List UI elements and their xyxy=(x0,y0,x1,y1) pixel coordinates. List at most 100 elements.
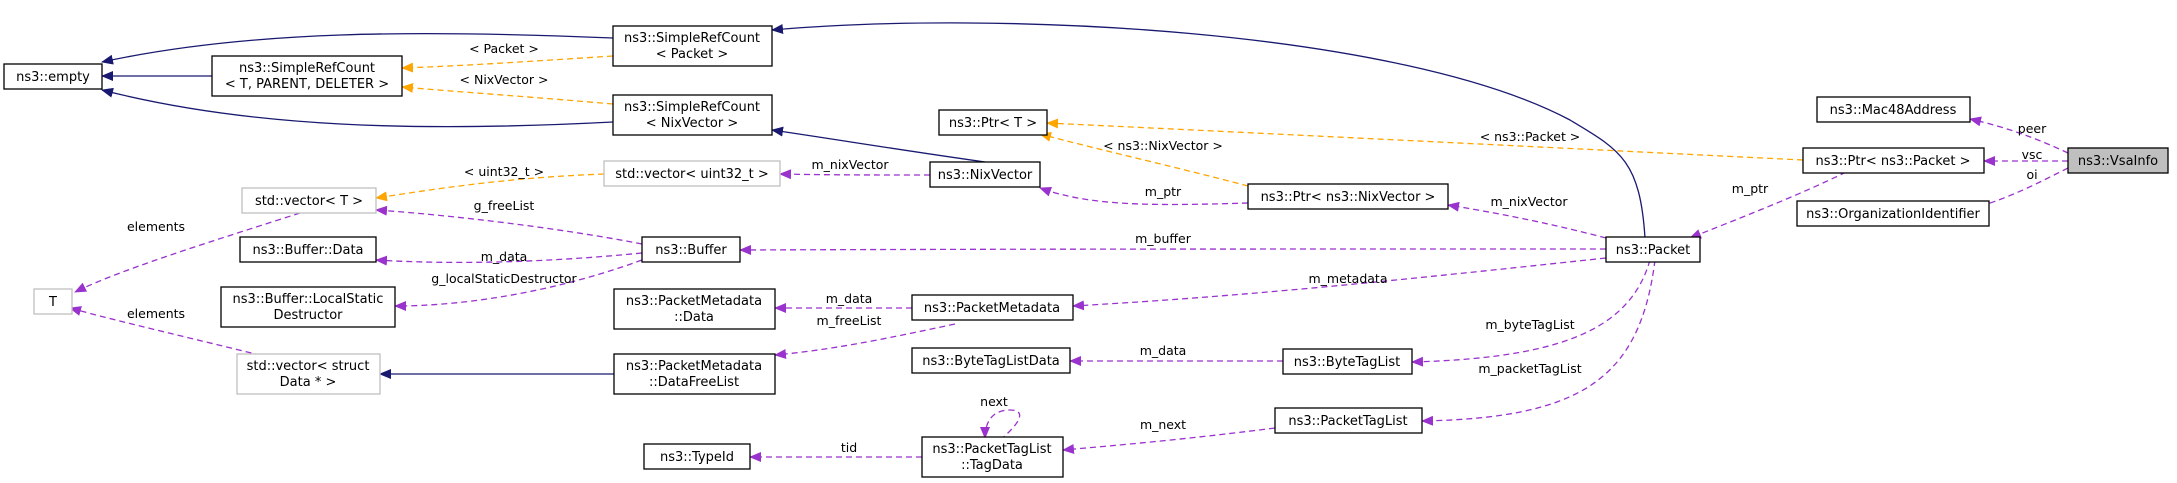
edge-label-m-buffer: m_buffer xyxy=(1135,231,1192,246)
node-ns3-packettaglist[interactable]: ns3::PacketTagList xyxy=(1274,407,1423,434)
node-ns3-buffer-data[interactable]: ns3::Buffer::Data xyxy=(239,236,377,263)
svg-text:ns3::PacketMetadata: ns3::PacketMetadata xyxy=(626,294,762,309)
edge-label-m-ptr-1: m_ptr xyxy=(1145,184,1182,199)
edge-usage-m-next xyxy=(1062,427,1276,455)
svg-text:std::vector< struct: std::vector< struct xyxy=(247,359,370,374)
svg-text:ns3::ByteTagListData: ns3::ByteTagListData xyxy=(922,354,1060,369)
node-ns3-typeid[interactable]: ns3::TypeId xyxy=(643,443,751,470)
edge-usage-m-metadata xyxy=(1072,257,1607,311)
edge-label-g-freelist: g_freeList xyxy=(474,198,535,213)
svg-text:ns3::PacketTagList: ns3::PacketTagList xyxy=(932,442,1051,457)
edge-label-m-data-1: m_data xyxy=(481,249,528,264)
edge-inherit-nixvector-to-simplerefcount-nixvector xyxy=(771,126,986,163)
node-simplerefcount-packet[interactable]: ns3::SimpleRefCount < Packet > xyxy=(612,25,773,67)
svg-text:ns3::Ptr< ns3::Packet >: ns3::Ptr< ns3::Packet > xyxy=(1816,154,1971,169)
edge-label-next: next xyxy=(980,394,1008,409)
edge-inherit-simplerefcount-nixvector-to-empty xyxy=(101,87,614,128)
edge-usage-m-packettaglist xyxy=(1421,259,1656,426)
node-ns3-packet[interactable]: ns3::Packet xyxy=(1605,236,1701,263)
svg-text:T: T xyxy=(48,295,57,310)
edge-usage-next-self xyxy=(980,409,1021,441)
edge-usage-m-data-1 xyxy=(375,252,643,266)
svg-text:< NixVector >: < NixVector > xyxy=(646,116,739,131)
svg-text:< T, PARENT, DELETER >: < T, PARENT, DELETER > xyxy=(225,77,389,92)
edge-label-oi: oi xyxy=(2026,167,2037,182)
svg-text:Data * >: Data * > xyxy=(280,375,337,390)
svg-text:ns3::PacketMetadata: ns3::PacketMetadata xyxy=(924,301,1060,316)
svg-text:Destructor: Destructor xyxy=(273,308,343,323)
node-ns3-ptr-nixvector[interactable]: ns3::Ptr< ns3::NixVector > xyxy=(1247,183,1449,210)
node-ns3-packetmetadata-datafreelist[interactable]: ns3::PacketMetadata ::DataFreeList xyxy=(613,353,776,395)
node-simplerefcount-tpd[interactable]: ns3::SimpleRefCount < T, PARENT, DELETER… xyxy=(211,55,403,97)
svg-text:ns3::SimpleRefCount: ns3::SimpleRefCount xyxy=(624,31,760,46)
svg-text:< Packet >: < Packet > xyxy=(656,47,729,62)
svg-text:ns3::Buffer::Data: ns3::Buffer::Data xyxy=(252,243,363,258)
edge-label-uint32-template: < uint32_t > xyxy=(464,164,544,179)
svg-text:::TagData: ::TagData xyxy=(961,458,1023,473)
edge-label-elements-1: elements xyxy=(127,219,185,234)
node-std-vector-t[interactable]: std::vector< T > xyxy=(241,187,377,214)
node-ns3-packetmetadata-data[interactable]: ns3::PacketMetadata ::Data xyxy=(613,288,776,330)
edge-label-m-ptr-2: m_ptr xyxy=(1732,181,1769,196)
node-ns3-empty[interactable]: ns3::empty xyxy=(3,63,103,90)
svg-text:ns3::NixVector: ns3::NixVector xyxy=(938,168,1033,183)
edge-template-std-vector-uint32 xyxy=(375,173,605,202)
edge-usage-m-ptr-2 xyxy=(1689,171,1847,239)
edge-template-ptr-packet xyxy=(1046,118,1804,161)
edge-usage-g-freelist xyxy=(375,205,643,245)
edge-label-vsc: vsc xyxy=(2022,147,2043,162)
node-t-param[interactable]: T xyxy=(33,288,73,315)
node-std-vector-uint32[interactable]: std::vector< uint32_t > xyxy=(603,160,781,187)
node-ns3-packettaglist-tagdata[interactable]: ns3::PacketTagList ::TagData xyxy=(921,436,1064,478)
edge-usage-m-buffer xyxy=(739,244,1607,255)
svg-text:ns3::OrganizationIdentifier: ns3::OrganizationIdentifier xyxy=(1806,207,1980,222)
svg-text:::Data: ::Data xyxy=(674,310,714,325)
edge-label-m-next: m_next xyxy=(1140,417,1186,432)
edge-label-m-packettaglist: m_packetTagList xyxy=(1478,361,1581,376)
node-ns3-mac48address[interactable]: ns3::Mac48Address xyxy=(1816,96,1971,123)
edge-label-m-bytetaglist: m_byteTagList xyxy=(1485,317,1574,332)
edge-usage-m-ptr-1 xyxy=(1039,187,1249,206)
node-ns3-ptr-packet[interactable]: ns3::Ptr< ns3::Packet > xyxy=(1802,147,1985,174)
svg-text:ns3::PacketMetadata: ns3::PacketMetadata xyxy=(626,359,762,374)
node-ns3-organizationidentifier[interactable]: ns3::OrganizationIdentifier xyxy=(1796,200,1990,227)
node-ns3-ptr-t[interactable]: ns3::Ptr< T > xyxy=(938,109,1048,136)
svg-text:std::vector< T >: std::vector< T > xyxy=(255,194,363,209)
edge-label-packet-template: < Packet > xyxy=(469,41,539,56)
node-ns3-nixvector[interactable]: ns3::NixVector xyxy=(929,161,1041,188)
svg-text:::DataFreeList: ::DataFreeList xyxy=(649,375,739,390)
edge-inherit-packet-to-simplerefcount-packet xyxy=(771,22,1646,239)
node-ns3-buffer-localstatic[interactable]: ns3::Buffer::LocalStatic Destructor xyxy=(220,286,396,328)
edge-label-m-data-2: m_data xyxy=(826,291,873,306)
node-ns3-vsainfo[interactable]: ns3::VsaInfo xyxy=(2067,147,2169,174)
edge-inherit-simplerefcount-packet-to-empty xyxy=(101,32,614,65)
edge-template-simplerefcount-packet xyxy=(401,55,614,73)
edge-label-nixvector-template: < NixVector > xyxy=(460,72,549,87)
svg-text:ns3::SimpleRefCount: ns3::SimpleRefCount xyxy=(624,100,760,115)
edge-label-elements-2: elements xyxy=(127,306,185,321)
svg-text:ns3::Ptr< ns3::NixVector >: ns3::Ptr< ns3::NixVector > xyxy=(1261,190,1436,205)
node-ns3-buffer[interactable]: ns3::Buffer xyxy=(641,236,741,263)
edge-usage-m-nixvector-2 xyxy=(1447,201,1607,239)
edge-label-m-data-3: m_data xyxy=(1140,343,1187,358)
edge-label-ns3-nixvector-template: < ns3::NixVector > xyxy=(1103,138,1223,153)
edge-label-m-metadata: m_metadata xyxy=(1308,271,1387,286)
edge-label-g-localstatic: g_localStaticDestructor xyxy=(431,271,577,286)
edge-usage-m-nixvector-1 xyxy=(779,169,931,180)
svg-text:ns3::empty: ns3::empty xyxy=(16,70,90,85)
node-ns3-bytetaglist[interactable]: ns3::ByteTagList xyxy=(1282,348,1413,375)
svg-text:ns3::TypeId: ns3::TypeId xyxy=(660,450,734,465)
edge-label-m-nixvector-1: m_nixVector xyxy=(811,157,889,172)
edge-usage-g-localstatic xyxy=(394,259,643,311)
edge-template-simplerefcount-nixvector xyxy=(401,82,614,105)
svg-text:ns3::Buffer::LocalStatic: ns3::Buffer::LocalStatic xyxy=(233,292,384,307)
svg-text:ns3::ByteTagList: ns3::ByteTagList xyxy=(1294,355,1400,370)
node-ns3-packetmetadata[interactable]: ns3::PacketMetadata xyxy=(911,294,1074,321)
edge-label-m-freelist: m_freeList xyxy=(817,313,882,328)
node-simplerefcount-nixvector[interactable]: ns3::SimpleRefCount < NixVector > xyxy=(612,94,773,136)
svg-text:ns3::Packet: ns3::Packet xyxy=(1616,243,1691,258)
node-ns3-bytetaglistdata[interactable]: ns3::ByteTagListData xyxy=(911,347,1071,374)
node-std-vector-struct-data[interactable]: std::vector< struct Data * > xyxy=(236,353,381,395)
edge-label-tid: tid xyxy=(841,440,857,455)
